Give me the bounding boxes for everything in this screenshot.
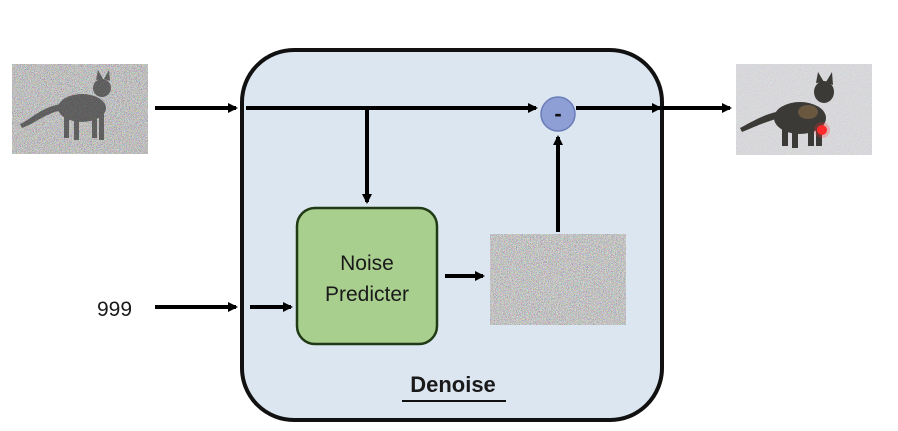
noise-predicter-label-line2: Predicter bbox=[325, 283, 409, 306]
cursor-dot bbox=[817, 125, 827, 135]
timestep-label: 999 bbox=[97, 298, 132, 321]
output-denoised-image bbox=[736, 64, 872, 155]
cat-silhouette-icon bbox=[20, 70, 111, 140]
predicted-noise-image bbox=[490, 234, 626, 325]
input-noisy-image bbox=[12, 64, 148, 154]
noise-predicter-label-line1: Noise bbox=[340, 252, 394, 275]
subtract-symbol: - bbox=[554, 101, 561, 126]
noise-predicter-box bbox=[295, 206, 439, 346]
subtract-node bbox=[540, 96, 576, 132]
arrows bbox=[155, 103, 732, 312]
cat-icon bbox=[740, 72, 834, 148]
denoise-title: Denoise bbox=[410, 372, 496, 397]
